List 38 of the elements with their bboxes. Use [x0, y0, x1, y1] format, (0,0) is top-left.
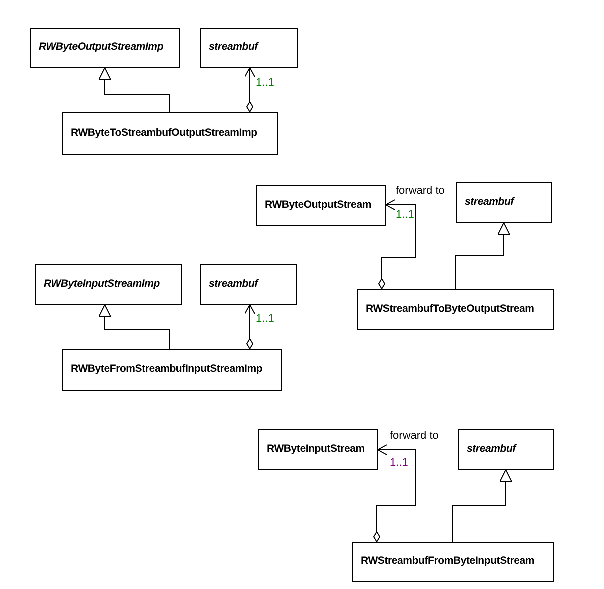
multiplicity-label: 1..1	[390, 458, 408, 469]
inheritance-arrow	[98, 68, 170, 112]
aggregation-arrow	[244, 304, 256, 350]
class-box	[357, 289, 554, 330]
class-name: streambuf	[209, 40, 258, 56]
class-name: RWByteFromStreambufInputStreamImp	[71, 362, 263, 378]
class-box	[200, 28, 298, 68]
class-name: RWByteInputStreamImp	[44, 276, 160, 292]
class-box	[200, 264, 297, 305]
class-box	[456, 182, 552, 223]
class-box	[35, 264, 182, 305]
class-name: RWByteInputStream	[267, 442, 365, 457]
class-box	[256, 185, 386, 226]
multiplicity-label: 1..1	[256, 78, 274, 89]
class-name: streambuf	[209, 276, 258, 292]
inheritance-arrow	[452, 470, 512, 542]
class-name: RWStreambufToByteOutputStream	[366, 302, 534, 317]
multiplicity-label: 1..1	[256, 314, 274, 325]
class-box	[258, 429, 378, 470]
role-label: forward to	[396, 186, 445, 197]
role-label: forward to	[390, 431, 439, 442]
class-name: RWByteOutputStreamImp	[39, 40, 164, 56]
multiplicity-label: 1..1	[396, 210, 414, 221]
aggregation-arrow	[374, 444, 416, 542]
class-box	[30, 28, 180, 68]
aggregation-arrow	[378, 200, 416, 290]
inheritance-arrow	[456, 222, 510, 290]
class-name: streambuf	[467, 442, 516, 457]
class-box	[62, 112, 278, 155]
inheritance-arrow	[98, 304, 170, 350]
class-name: RWByteToStreambufOutputStreamImp	[71, 126, 258, 141]
aggregation-arrow	[244, 68, 256, 112]
class-box	[352, 542, 554, 582]
class-name: RWByteOutputStream	[265, 198, 372, 213]
class-name: streambuf	[465, 194, 514, 210]
class-box	[458, 429, 554, 470]
class-box	[62, 349, 282, 391]
class-name: RWStreambufFromByteInputStream	[361, 554, 534, 570]
